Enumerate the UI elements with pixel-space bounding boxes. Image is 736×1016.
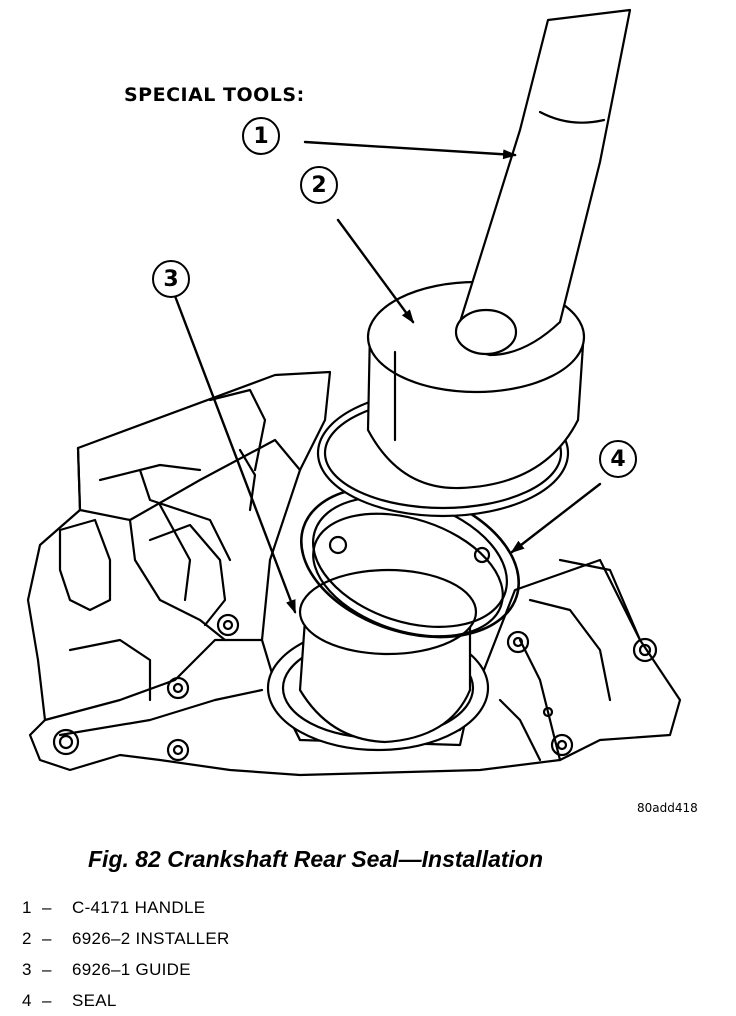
bolt-holes (52, 535, 658, 762)
special-tools-label: SPECIAL TOOLS: (124, 84, 305, 106)
callout-2: 2 (300, 166, 338, 204)
legend-list: 1–C-4171 HANDLE 2–6926–2 INSTALLER 3–692… (22, 892, 230, 1016)
callout-4: 4 (599, 440, 637, 478)
seal-ring (300, 485, 520, 639)
callout-3: 3 (152, 260, 190, 298)
crankshaft-seal-illustration (26, 8, 682, 777)
engine-block (26, 370, 682, 777)
legend-item: 2–6926–2 INSTALLER (22, 929, 230, 948)
guide-tool (266, 568, 490, 752)
legend-item: 1–C-4171 HANDLE (22, 898, 206, 917)
leader-lines (173, 140, 602, 614)
legend-item: 3–6926–1 GUIDE (22, 960, 191, 979)
figure-caption: Fig. 82 Crankshaft Rear Seal—Installatio… (88, 846, 544, 872)
callout-1: 1 (242, 117, 280, 155)
handle-tool (454, 8, 632, 357)
image-code: 80add418 (637, 801, 698, 815)
legend-item: 4–SEAL (22, 991, 117, 1010)
